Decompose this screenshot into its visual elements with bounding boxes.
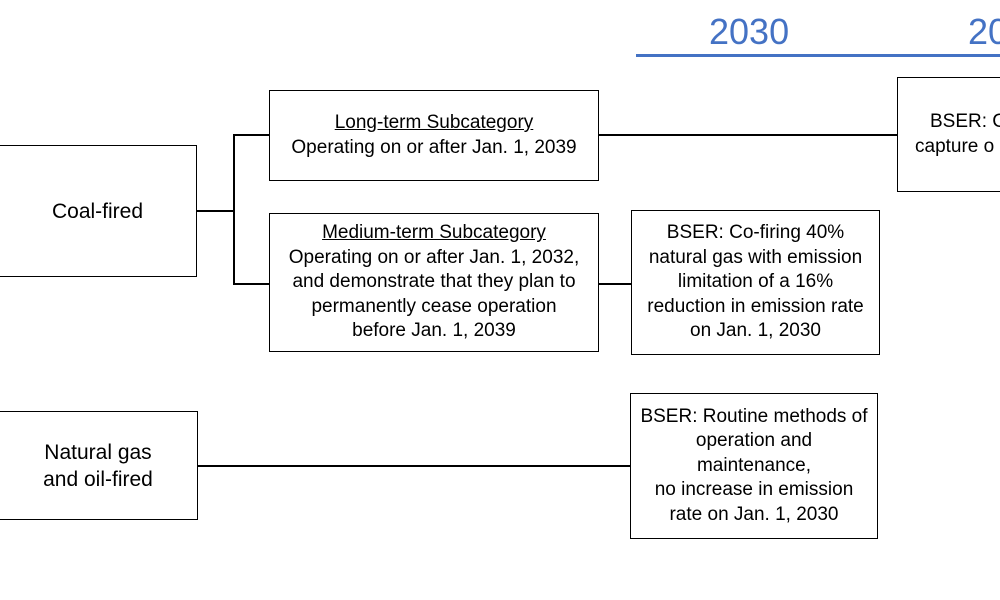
gas-bser-line: no increase in emission xyxy=(654,479,854,501)
long-to-bser-connector xyxy=(598,134,898,136)
gas-bser-line: maintenance, xyxy=(696,454,812,476)
gas-bser-line: rate on Jan. 1, 2030 xyxy=(669,503,839,525)
long-term-bser-box-partial: BSER: C capture o xyxy=(897,77,1000,192)
medium-term-title: Medium-term Subcategory xyxy=(322,222,546,244)
medium-bser-line: limitation of a 16% xyxy=(677,271,834,293)
medium-bser-line: on Jan. 1, 2030 xyxy=(690,320,821,342)
medium-term-line: before Jan. 1, 2039 xyxy=(352,320,516,342)
coal-fired-label: Coal-fired xyxy=(51,199,144,223)
gas-bser-line: operation and xyxy=(695,430,813,452)
medium-to-bser-connector xyxy=(598,283,632,285)
medium-term-line: permanently cease operation xyxy=(311,295,557,317)
gas-label-line: and oil-fired xyxy=(43,467,153,491)
timeline-bar xyxy=(636,54,1000,57)
natural-gas-oil-box: Natural gas and oil-fired xyxy=(0,411,198,520)
long-term-description: Operating on or after Jan. 1, 2039 xyxy=(291,136,577,158)
coal-medium-branch xyxy=(233,283,270,285)
medium-term-bser-box: BSER: Co-firing 40% natural gas with emi… xyxy=(631,210,880,355)
medium-term-line: and demonstrate that they plan to xyxy=(292,271,576,293)
coal-connector-h xyxy=(196,210,234,212)
medium-bser-line: BSER: Co-firing 40% xyxy=(666,222,845,244)
medium-bser-line: reduction in emission rate xyxy=(647,295,864,317)
gas-bser-box: BSER: Routine methods of operation and m… xyxy=(630,393,878,539)
medium-term-line: Operating on or after Jan. 1, 2032, xyxy=(288,246,580,268)
long-term-title: Long-term Subcategory xyxy=(334,112,534,133)
gas-label-line: Natural gas xyxy=(44,440,152,464)
medium-bser-line: natural gas with emission xyxy=(648,246,863,268)
long-bser-line: BSER: C xyxy=(930,111,1000,132)
long-bser-line: capture o xyxy=(915,135,995,157)
coal-long-branch xyxy=(233,134,270,136)
medium-term-subcategory-box: Medium-term Subcategory Operating on or … xyxy=(269,213,599,352)
long-term-subcategory-box: Long-term Subcategory Operating on or af… xyxy=(269,90,599,181)
gas-bser-line: BSER: Routine methods of xyxy=(640,405,868,427)
year-next-label-partial: 20 xyxy=(968,11,1000,52)
gas-to-bser-connector xyxy=(197,465,630,467)
coal-fired-box: Coal-fired xyxy=(0,145,197,277)
coal-connector-v xyxy=(233,134,235,284)
year-2030-label: 2030 xyxy=(709,11,790,52)
